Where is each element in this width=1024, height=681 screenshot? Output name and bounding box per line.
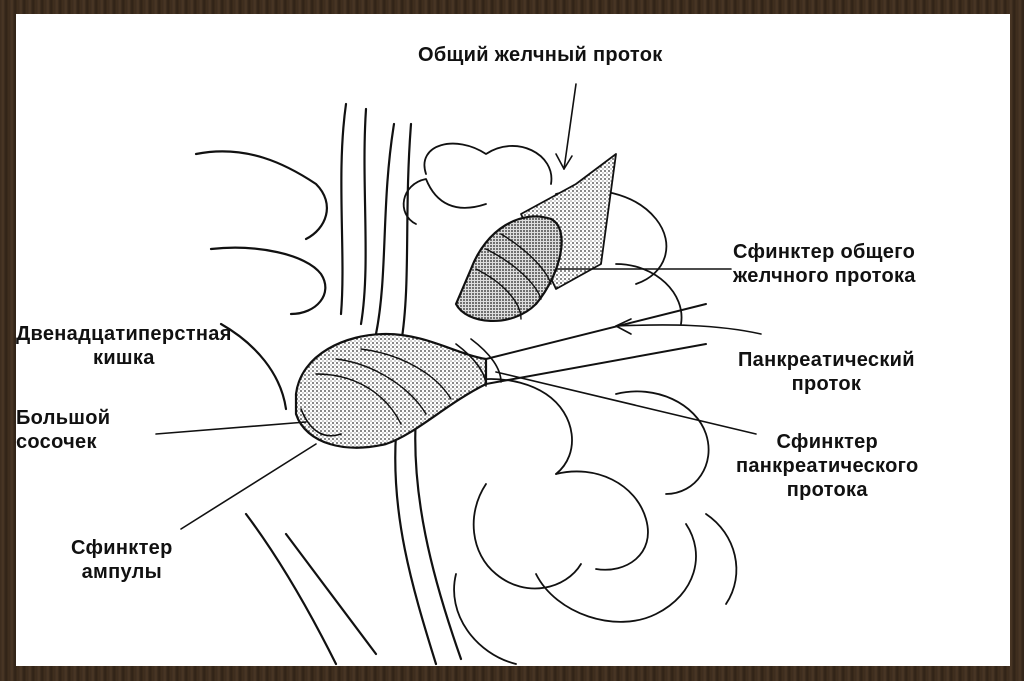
label-line: панкреатического	[736, 455, 919, 477]
label-pancreatic-sphincter: Сфинктер панкреатического протока	[736, 430, 919, 502]
label-bile-duct-sphincter: Сфинктер общего желчного протока	[733, 240, 916, 288]
label-line: ампулы	[81, 561, 163, 583]
label-line: Двенадцатиперстная	[16, 323, 232, 345]
label-line: кишка	[93, 347, 155, 369]
label-line: сосочек	[16, 431, 97, 453]
label-major-papilla: Большой сосочек	[16, 406, 110, 454]
label-line: Сфинктер	[71, 537, 173, 559]
label-line: Большой	[16, 407, 111, 429]
label-duodenum: Двенадцатиперстная кишка	[16, 322, 232, 370]
label-line: Сфинктер	[776, 431, 879, 453]
ampulla-shape	[294, 332, 488, 449]
label-pancreatic-duct: Панкреатический проток	[738, 348, 915, 396]
label-line: желчного протока	[733, 265, 916, 287]
duodenum-wall	[194, 102, 463, 666]
label-line: Сфинктер общего	[733, 241, 916, 263]
label-ampulla-sphincter: Сфинктер ампулы	[71, 536, 173, 584]
diagram-panel: Общий желчный проток Сфинктер общего жел…	[16, 14, 1010, 666]
leader-lines	[155, 83, 762, 530]
pancreatic-duct-line-bottom	[485, 343, 707, 385]
label-line: протока	[786, 479, 868, 501]
label-common-bile-duct: Общий желчный проток	[418, 44, 663, 66]
label-line: проток	[791, 373, 862, 395]
label-line: Панкреатический	[738, 349, 915, 371]
bile-duct-sphincter-shape	[454, 215, 563, 323]
pancreatic-duct-line-top	[485, 303, 707, 360]
anatomy-illustration	[155, 83, 762, 666]
